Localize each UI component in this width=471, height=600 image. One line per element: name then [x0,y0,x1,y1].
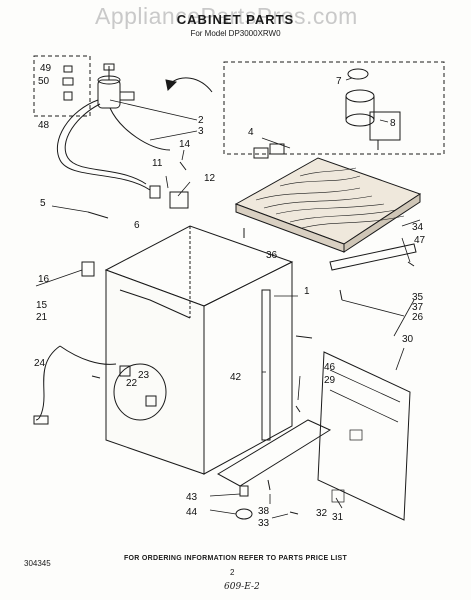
countertop-side [343,193,421,253]
part-label-37: 37 [412,302,424,313]
part-label-35: 35 [412,292,424,303]
part-label-7: 7 [336,76,342,87]
clip-icon [145,395,157,407]
pin-icon [87,211,109,219]
part-label-2: 2 [198,115,204,126]
woodgrain-lines [255,167,405,229]
part-label-29: 29 [324,375,336,386]
pump-parts-group-box [223,61,445,155]
part-label-48: 48 [38,120,50,131]
leveling-foot-icon [235,508,253,520]
part-label-21: 21 [36,312,48,323]
part-label-22: 22 [126,378,138,389]
access-hole [113,363,167,421]
latch-icon [119,365,131,377]
part-label-12: 12 [204,173,216,184]
watermark-text: AppliancePartsPros.com [95,3,358,29]
pump-assembly-icon [345,68,401,150]
grommet-icon [62,65,74,101]
cabinet-inner-flange [119,289,191,319]
support-rail [261,289,271,441]
rear-panel-details [329,369,401,503]
coupling-icon [253,143,285,159]
part-label-43: 43 [186,492,198,503]
fill-valve-icon [97,63,135,109]
trim-strip [329,243,417,271]
part-label-23: 23 [138,370,150,381]
part-label-47: 47 [414,235,426,246]
countertop-panel [234,157,422,245]
base-frame [216,419,332,487]
terminal-block-icon [81,261,95,277]
part-label-15: 15 [36,300,48,311]
part-label-32: 32 [316,508,328,519]
power-cord-icon [35,345,61,421]
solenoid-icon [149,185,161,199]
direction-arrow [169,77,213,93]
bracket-icon [169,191,189,209]
leader-lines [35,77,421,519]
part-label-4: 4 [248,127,254,138]
part-label-34: 34 [412,222,424,233]
page-number: 2 [230,568,235,577]
ordering-note: FOR ORDERING INFORMATION REFER TO PARTS … [123,555,348,562]
part-label-42: 42 [230,372,242,383]
page-title: CABINET PARTS [176,12,295,27]
part-label-1: 1 [304,286,310,297]
part-label-49: 49 [40,63,52,74]
hose-icon [56,99,151,191]
document-number: 304345 [24,559,51,568]
part-label-14: 14 [179,139,191,150]
part-label-33: 33 [258,518,270,529]
model-subtitle: For Model DP3000XRW0 [190,29,281,38]
part-label-6: 6 [134,220,140,231]
cabinet-front-panel [105,269,205,475]
leveling-foot-stem [239,485,249,497]
part-label-5: 5 [40,198,46,209]
part-label-31: 31 [332,512,344,523]
part-label-11: 11 [152,158,163,169]
part-label-36: 36 [266,250,278,261]
screw-icon [91,161,415,515]
part-label-16: 16 [38,274,50,285]
part-label-26: 26 [412,312,424,323]
part-label-30: 30 [402,334,414,345]
part-label-38: 38 [258,506,270,517]
part-label-46: 46 [324,362,336,373]
cord-segment [59,345,117,365]
plug-icon [33,415,49,425]
small-parts-group-box [33,55,91,117]
cabinet-side-panel [203,261,293,475]
hose-inner-line [64,103,147,185]
handwritten-note: 609-E-2 [224,582,260,592]
part-label-44: 44 [186,507,198,518]
part-label-24: 24 [34,358,46,369]
arrow-head-icon [165,79,178,92]
rear-panel-box [317,351,411,521]
hose-branch [109,107,171,151]
part-label-50: 50 [38,76,50,87]
part-label-8: 8 [390,118,396,129]
part-label-3: 3 [198,126,204,137]
